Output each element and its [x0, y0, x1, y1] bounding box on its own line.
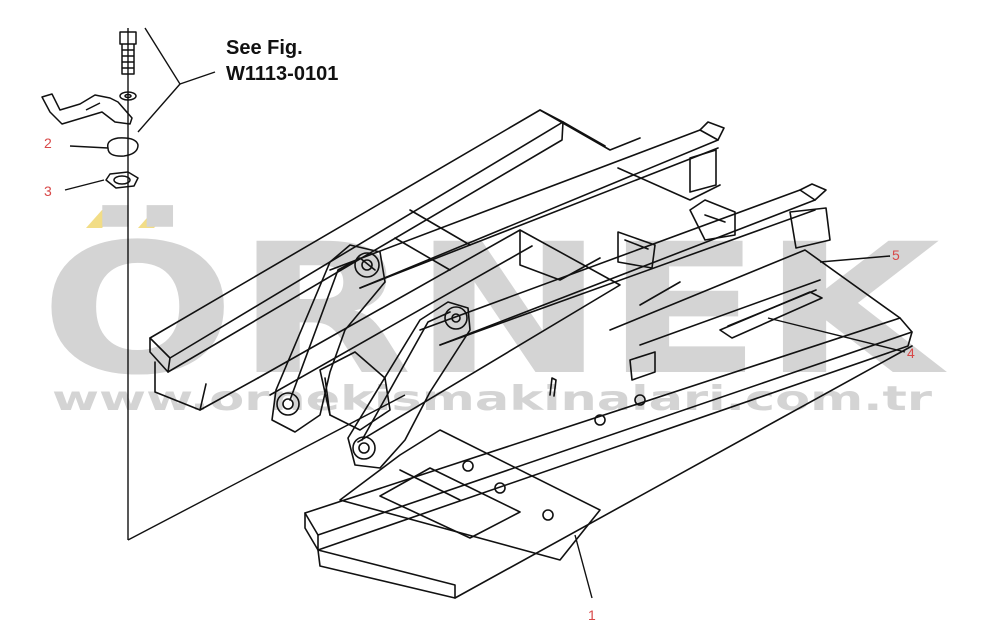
reference-line-2: W1113-0101 [226, 63, 338, 85]
watermark-accent-marks [86, 210, 170, 228]
gasket-icon [105, 171, 139, 189]
figure-reference: See Fig. W1113-0101 [226, 37, 338, 85]
bracket-plate-icon [41, 93, 133, 125]
callout-5: 5 [892, 247, 900, 263]
callout-2: 2 [44, 135, 52, 151]
callout-numbers: 1 2 3 4 5 [44, 135, 915, 623]
callout-3: 3 [44, 183, 52, 199]
detail-parts [41, 31, 139, 189]
callout-4: 4 [907, 345, 915, 361]
leader-lines [64, 27, 906, 599]
reference-line-1: See Fig. [226, 37, 303, 59]
cover-plate-icon [106, 137, 139, 157]
revolving-frame-drawing [149, 109, 913, 599]
watermark-logo: ÖRNEK www.ornekismakinalari.com.tr [40, 205, 947, 419]
svg-text:www.ornekismakinalari.com.tr: www.ornekismakinalari.com.tr [52, 379, 932, 419]
watermark: ÖRNEK www.ornekismakinalari.com.tr [40, 205, 947, 419]
callout-1: 1 [588, 607, 596, 623]
